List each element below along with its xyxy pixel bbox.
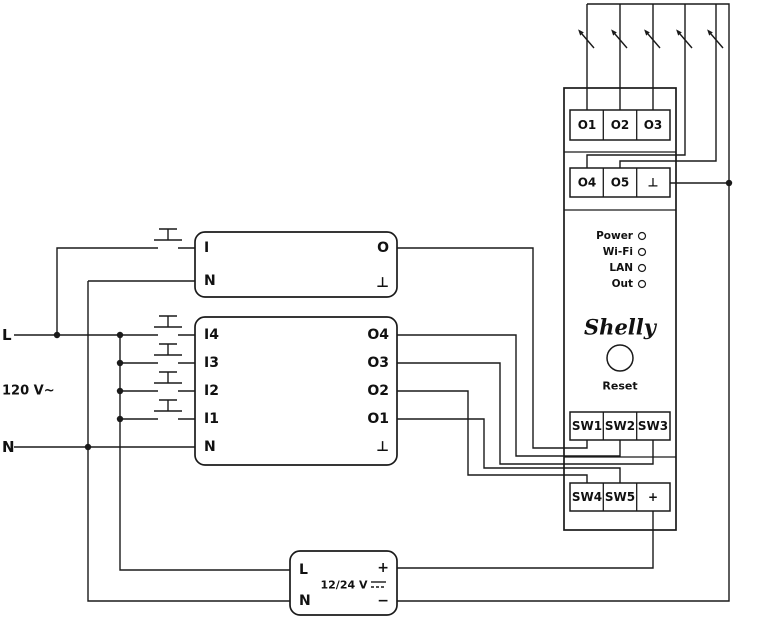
junction-dot xyxy=(116,359,124,367)
power-supply-box: L N + − 12/24 V xyxy=(289,550,398,616)
wire-relay-outputs-to-sw-inputs xyxy=(397,247,654,483)
wire-led-columns xyxy=(586,4,717,168)
junction-dot xyxy=(116,415,124,423)
relay4-terminal-i2: I2 xyxy=(204,383,219,399)
junction-dot xyxy=(116,387,124,395)
terminal-o1: O1 xyxy=(578,118,597,132)
shelly-logo: Shelly xyxy=(584,315,658,340)
psu-terminal-minus: − xyxy=(377,593,389,609)
relay1-terminal-o: O xyxy=(377,240,389,256)
mains-neutral-label: N xyxy=(2,438,15,456)
status-label-lan: LAN xyxy=(609,262,633,274)
terminal-block-sw123-outline xyxy=(569,411,671,441)
led-symbol xyxy=(643,28,661,49)
relay1-terminal-n: N xyxy=(204,273,216,289)
status-label-wifi: Wi-Fi xyxy=(603,246,633,258)
junction-dot xyxy=(116,331,124,339)
terminal-block-sw123: SW1 SW2 SW3 xyxy=(569,411,671,441)
relay-box-1ch: I N O ⊥ xyxy=(194,231,398,298)
relay-box-4ch: I4 I3 I2 I1 N O4 O3 O2 O1 ⊥ xyxy=(194,316,398,466)
relay4-terminal-o4: O4 xyxy=(367,327,389,343)
relay4-terminal-n: N xyxy=(204,439,216,455)
led-symbol xyxy=(577,28,595,49)
status-label-power: Power xyxy=(596,230,634,242)
device-outline xyxy=(563,87,677,531)
relay4-terminal-i3: I3 xyxy=(204,355,219,371)
led-symbol xyxy=(675,28,693,49)
relay-box-1ch-outline xyxy=(194,231,398,298)
relay1-terminal-ground: ⊥ xyxy=(376,275,389,291)
terminal-block-o45: O4 O5 ⊥ xyxy=(569,167,671,198)
terminal-block-o123: O1 O2 O3 xyxy=(569,109,671,141)
switch-symbol xyxy=(153,228,183,241)
relay1-terminal-i: I xyxy=(204,240,209,256)
status-led-panel: Power Wi-Fi LAN Out xyxy=(596,230,647,290)
relay4-terminal-o1: O1 xyxy=(367,411,389,427)
wifi-led-indicator xyxy=(637,247,647,257)
terminal-o2: O2 xyxy=(611,118,630,132)
power-led-indicator xyxy=(637,231,647,241)
junction-dot xyxy=(725,179,733,187)
terminal-block-sw45: SW4 SW5 + xyxy=(569,482,671,512)
terminal-block-o45-outline xyxy=(569,167,671,198)
junction-dot xyxy=(84,443,92,451)
terminal-o3: O3 xyxy=(644,118,663,132)
terminal-sw2: SW2 xyxy=(605,419,635,433)
mains-live-label: L xyxy=(2,326,12,344)
psu-terminal-plus: + xyxy=(377,560,389,576)
status-label-out: Out xyxy=(612,278,633,290)
power-supply-outline xyxy=(289,550,398,616)
junction-dots xyxy=(53,179,733,451)
terminal-ground: ⊥ xyxy=(648,176,659,190)
relay-box-4ch-outline xyxy=(194,316,398,466)
terminal-block-sw45-outline xyxy=(569,482,671,512)
shelly-device: O1 O2 O3 O4 O5 ⊥ Power Wi-Fi LAN Out She… xyxy=(563,87,677,531)
terminal-sw3: SW3 xyxy=(638,419,668,433)
wire-dc-minus-ground-bus xyxy=(397,3,730,602)
psu-terminal-n: N xyxy=(299,593,311,609)
switch-symbol xyxy=(153,399,183,412)
wire-dc-plus xyxy=(397,511,654,569)
relay4-terminal-i4: I4 xyxy=(204,327,219,343)
psu-voltage-label: 12/24 V xyxy=(321,579,368,592)
terminal-sw4: SW4 xyxy=(572,490,602,504)
terminal-block-o123-outline xyxy=(569,109,671,141)
reset-button xyxy=(606,344,634,372)
switch-symbol xyxy=(153,343,183,356)
terminal-sw5: SW5 xyxy=(605,490,635,504)
relay4-terminal-o3: O3 xyxy=(367,355,389,371)
reset-label: Reset xyxy=(602,380,637,393)
wire-mains-neutral xyxy=(14,280,290,602)
terminal-sw1: SW1 xyxy=(572,419,602,433)
dc-symbol xyxy=(371,581,386,588)
lan-led-indicator xyxy=(637,263,647,273)
terminal-plus: + xyxy=(648,490,658,504)
out-led-indicator xyxy=(637,279,647,289)
junction-dot xyxy=(53,331,61,339)
psu-terminal-l: L xyxy=(299,562,308,578)
switch-symbol xyxy=(153,371,183,384)
terminal-o5: O5 xyxy=(611,176,630,190)
wire-mains-live xyxy=(14,247,290,571)
switch-symbol xyxy=(153,315,183,328)
relay4-terminal-ground: ⊥ xyxy=(376,439,389,455)
terminal-o4: O4 xyxy=(578,176,597,190)
led-symbol xyxy=(706,28,724,49)
relay4-terminal-o2: O2 xyxy=(367,383,389,399)
led-symbol xyxy=(610,28,628,49)
mains-voltage-label: 120 V~ xyxy=(2,384,55,399)
relay4-terminal-i1: I1 xyxy=(204,411,219,427)
